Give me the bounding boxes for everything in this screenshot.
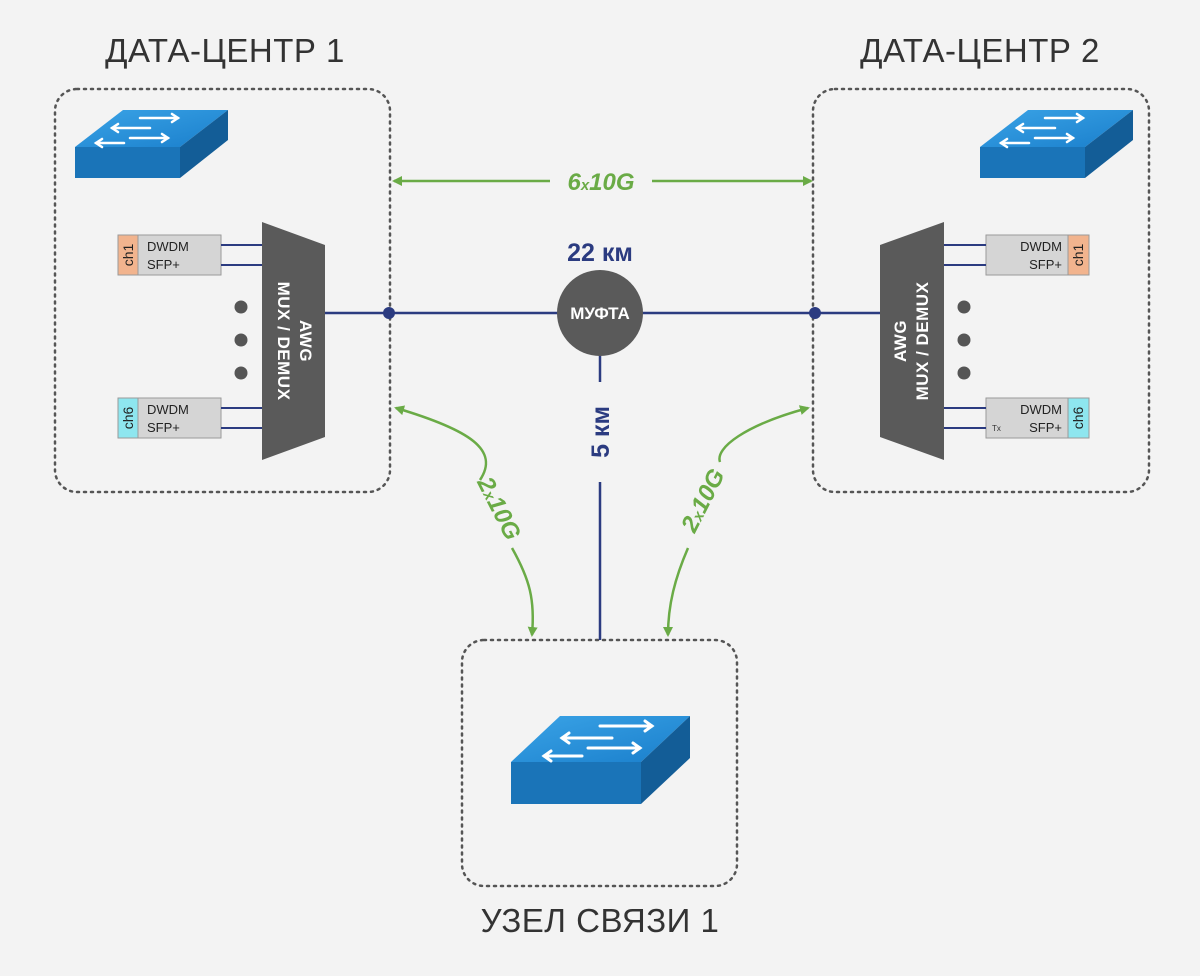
datacenter-1-title: ДАТА-ЦЕНТР 1 (105, 32, 345, 69)
datacenter-1-awg-label: AWG (296, 320, 315, 362)
datacenter-2-ch1-form: SFP+ (1029, 257, 1062, 272)
datacenter-1-ch1-form: SFP+ (147, 257, 180, 272)
link-dc2-node-label: 2x10G (676, 465, 731, 538)
distance-branch: 5 км (587, 406, 615, 458)
datacenter-2-sfp-ch6: ch6 DWDM SFP+ Tx (985, 397, 1090, 439)
datacenter-1-ch6-type: DWDM (147, 402, 189, 417)
datacenter-2-title: ДАТА-ЦЕНТР 2 (860, 32, 1100, 69)
node-1-box (460, 638, 739, 888)
datacenter-1-channels-ellipsis (234, 300, 248, 380)
link-dc2-node-arrow-top (718, 405, 810, 463)
dc1-port-dot (383, 307, 395, 319)
datacenter-1-ch1-type: DWDM (147, 239, 189, 254)
link-dc2-node-arrow-bottom (663, 547, 690, 637)
datacenter-2-awg-label: AWG (891, 320, 910, 362)
node-1-switch-icon (511, 716, 690, 804)
link-dc1-node-arrow-top (394, 405, 488, 481)
datacenter-1-sfp-ch6: ch6 DWDM SFP+ (117, 397, 222, 439)
link-dc1-node-label: 2x10G (471, 472, 526, 545)
distance-main: 22 км (567, 239, 633, 267)
datacenter-2-channels-ellipsis (957, 300, 971, 380)
splice-label: МУФТА (570, 304, 630, 323)
datacenter-2-tx-label: Tx (992, 424, 1001, 433)
link-dc1-node-arrow-bottom (510, 547, 538, 637)
datacenter-1-sfp-ch1: ch1 DWDM SFP+ (117, 234, 222, 276)
datacenter-2-mux-label: MUX / DEMUX (913, 281, 932, 400)
datacenter-2-box (811, 87, 1151, 494)
datacenter-1-box (53, 87, 392, 494)
datacenter-2-ch1-type: DWDM (1020, 239, 1062, 254)
dc2-port-dot (809, 307, 821, 319)
datacenter-1-awg-mux (262, 222, 325, 460)
splice-closure (557, 270, 643, 356)
datacenter-1-switch-icon (75, 110, 228, 178)
datacenter-2-ch6-label: ch6 (1070, 407, 1086, 430)
datacenter-1-mux-label: MUX / DEMUX (274, 282, 293, 401)
datacenter-1-ch6-label: ch6 (120, 407, 136, 430)
datacenter-2-switch-icon (980, 110, 1133, 178)
datacenter-2-sfp-ch1: ch1 DWDM SFP+ (985, 234, 1090, 276)
datacenter-2-awg-mux (880, 222, 944, 460)
datacenter-2-ch1-label: ch1 (1070, 244, 1086, 267)
link-dc-dc-label: 6x10G (567, 169, 634, 196)
datacenter-2-ch6-form: SFP+ (1029, 420, 1062, 435)
datacenter-2-ch6-type: DWDM (1020, 402, 1062, 417)
node-1-title: УЗЕЛ СВЯЗИ 1 (481, 902, 720, 939)
datacenter-1-ch1-label: ch1 (120, 244, 136, 267)
datacenter-1-ch6-form: SFP+ (147, 420, 180, 435)
